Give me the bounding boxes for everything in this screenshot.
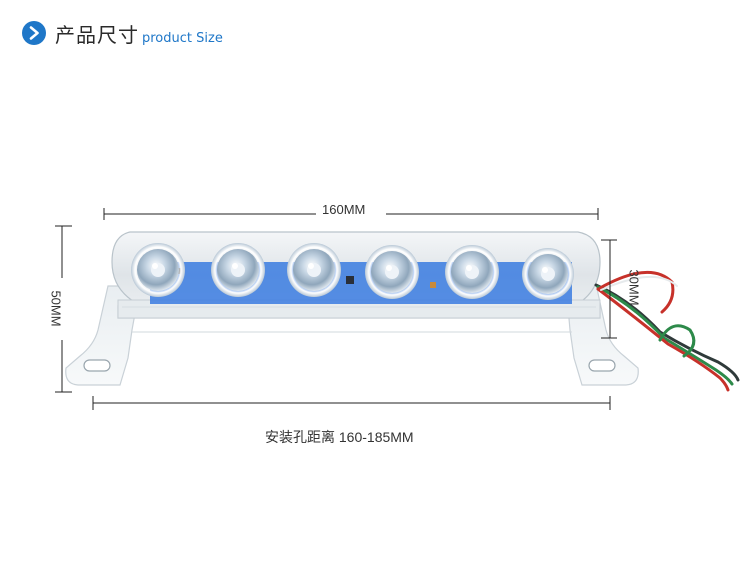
mount-spacing-label: 安装孔距离 160-185MM	[265, 429, 414, 445]
section-header: 产品尺寸 product Size	[22, 18, 223, 48]
led-lens	[365, 245, 419, 299]
section-subtitle: product Size	[142, 30, 223, 46]
led-lens	[211, 243, 265, 297]
lead-wires	[594, 270, 740, 392]
led-lens	[445, 245, 499, 299]
length-label: 160MM	[322, 202, 366, 217]
led-lens	[522, 248, 574, 300]
mount-hole-right	[588, 359, 616, 372]
led-lens	[131, 243, 185, 297]
led-row	[131, 243, 574, 300]
depth-label: 30MM	[626, 269, 642, 306]
led-lens	[287, 243, 341, 297]
mount-hole-left	[83, 359, 111, 372]
section-title: 产品尺寸	[55, 22, 139, 47]
chevron-right-icon	[22, 21, 46, 45]
height-label: 50MM	[48, 290, 64, 327]
dimension-lines	[55, 208, 617, 410]
